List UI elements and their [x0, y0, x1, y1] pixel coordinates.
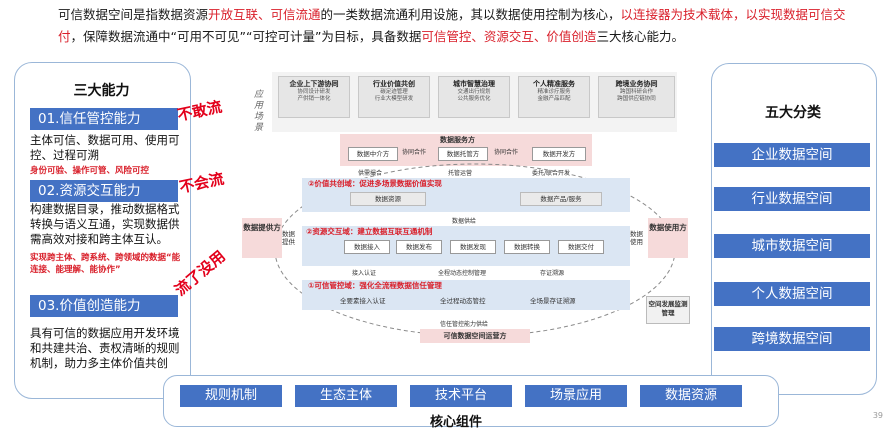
scene-sub: 跨国科研合作 — [619, 89, 653, 95]
scene-title: 个人精准服务 — [533, 80, 575, 88]
scene-sub: 协同设计研发 — [297, 89, 331, 95]
capability-2-note: 实现跨主体、跨系统、跨领域的数据“能连接、能理解、能协作” — [30, 253, 181, 275]
service-link: 协同合作 — [494, 149, 519, 156]
intro-paragraph: 可信数据空间是指数据资源开放互联、可信流通的一类数据流通利用设施，其以数据使用控… — [58, 4, 868, 48]
scene-title: 行业价值共创 — [373, 80, 415, 88]
provider-flow-label: 数据提供 — [282, 230, 295, 246]
intro-seg-highlight: 可信管控、资源交互、价值创造 — [421, 29, 597, 44]
component-rules: 规则机制 — [180, 385, 282, 407]
scene-sub: 跨国供应链协同 — [617, 96, 656, 102]
exchange-under: 全程动态控制管理 — [438, 270, 487, 277]
category-cross-border: 跨境数据空间 — [714, 327, 870, 351]
scene-sub: 碳足迹管理 — [380, 89, 408, 95]
exchange-step: 数据交付 — [558, 240, 604, 254]
trust-supply: 信任管控能力供给 — [440, 321, 489, 328]
component-ecosystem: 生态主体 — [295, 385, 397, 407]
service-link: 协同合作 — [402, 149, 427, 156]
capability-3-label: 03.价值创造能力 — [30, 295, 178, 317]
scene-card: 跨境业务协同 跨国科研合作 跨国供应链协同 — [598, 76, 675, 118]
categories-title: 五大分类 — [765, 105, 821, 121]
component-tech-platform: 技术平台 — [410, 385, 512, 407]
scene-sub: 产供销一体化 — [297, 96, 331, 102]
exchange-step: 数据发布 — [396, 240, 442, 254]
component-scenarios: 场景应用 — [525, 385, 627, 407]
value-box: 数据产品/服务 — [520, 192, 602, 206]
scene-sub: 交通出行规划 — [457, 89, 491, 95]
core-components-title: 核心组件 — [430, 415, 483, 430]
trust-item: 全场景存证溯源 — [530, 297, 576, 305]
intro-seg: 三大核心能力。 — [596, 29, 684, 44]
operator-box: 可信数据空间运营方 — [420, 329, 530, 343]
trust-item: 全要素接入认证 — [340, 297, 386, 305]
service-item: 数据开发方 — [532, 147, 586, 161]
exchange-step: 数据接入 — [344, 240, 390, 254]
service-title: 数据服务方 — [440, 136, 475, 144]
category-city: 城市数据空间 — [714, 234, 870, 258]
exchange-under: 接入认证 — [352, 270, 377, 277]
scene-sub: 行业大模型研发 — [374, 96, 414, 102]
category-enterprise: 企业数据空间 — [714, 143, 870, 167]
scene-label: 应用场景 — [254, 90, 264, 133]
scene-card: 城市智慧治理 交通出行规划 公共服务优化 — [438, 76, 510, 118]
scene-title: 跨境业务协同 — [615, 80, 658, 88]
architecture-diagram: 应用场景 企业上下游协同 协同设计研发 产供销一体化 行业价值共创 碳足迹管理 … — [240, 70, 690, 370]
intro-seg-highlight: 开放互联、可信流通 — [208, 7, 321, 22]
trust-domain-title: ①可信管控域：强化全流程数据信任管理 — [308, 281, 442, 290]
value-domain-title: ②价值共创域：促进多场景数据价值实现 — [308, 179, 442, 188]
capabilities-title: 三大能力 — [73, 83, 130, 99]
exchange-step: 数据转换 — [504, 240, 550, 254]
service-under: 委托/联合开发 — [532, 170, 571, 177]
capability-2-body: 构建数据目录，推动数据格式转换与语义互通，实现数据供需高效对接和跨主体互认。 — [30, 202, 180, 246]
capability-2-label: 02.资源交互能力 — [30, 180, 178, 202]
intro-seg: 的一类数据流通利用设施，其以数据使用控制为核心， — [320, 7, 621, 22]
scene-title: 企业上下游协同 — [289, 80, 339, 88]
scene-sub: 金融产品匹配 — [537, 96, 571, 102]
scene-sub: 精准诊疗服务 — [537, 89, 571, 95]
capability-1-body: 主体可信、数据可用、使用可控、过程可溯 — [30, 133, 180, 162]
scene-sub: 公共服务优化 — [457, 96, 491, 102]
value-box: 数据资源 — [350, 192, 426, 206]
exchange-under: 存证溯源 — [540, 270, 565, 277]
capability-3-body: 具有可信的数据应用开发环境和共建共治、责权清晰的规则机制，助力多主体价值共创 — [30, 326, 180, 370]
scene-card: 个人精准服务 精准诊疗服务 金融产品匹配 — [518, 76, 590, 118]
data-user: 数据使用方 — [648, 218, 688, 258]
scene-card: 企业上下游协同 协同设计研发 产供销一体化 — [278, 76, 350, 118]
component-data-resources: 数据资源 — [640, 385, 742, 407]
service-under: 供需撮合 — [358, 170, 383, 177]
capability-1-label: 01.信任管控能力 — [30, 108, 178, 130]
exchange-step: 数据发现 — [450, 240, 496, 254]
scene-title: 城市智慧治理 — [453, 80, 495, 88]
scene-card: 行业价值共创 碳足迹管理 行业大模型研发 — [358, 76, 430, 118]
trust-domain-band — [302, 280, 630, 310]
service-under: 托管运营 — [448, 170, 473, 177]
service-item: 数据中介方 — [348, 147, 398, 161]
intro-seg: 可信数据空间是指数据资源 — [58, 7, 209, 22]
service-item: 数据托管方 — [438, 147, 488, 161]
value-under: 数据供给 — [452, 218, 477, 225]
exchange-domain-title: ②资源交互域：建立数据互联互通机制 — [306, 227, 433, 236]
category-industry: 行业数据空间 — [714, 187, 870, 211]
user-flow-label: 数据使用 — [630, 230, 643, 246]
trust-item: 全过程动态管控 — [440, 297, 486, 305]
monitor-box: 空间发展监测管理 — [646, 296, 690, 324]
intro-seg: ，保障数据流通中“可用不可见”“可控可计量”为目标，具备数据 — [70, 29, 422, 44]
category-personal: 个人数据空间 — [714, 282, 870, 306]
page-number: 39 — [872, 411, 883, 420]
data-provider: 数据提供方 — [242, 218, 282, 258]
capability-1-note: 身份可验、操作可管、风险可控 — [30, 166, 150, 176]
intro-seg-highlight: 以连接器为技术载体，以实现数据可信交付 — [58, 7, 846, 44]
